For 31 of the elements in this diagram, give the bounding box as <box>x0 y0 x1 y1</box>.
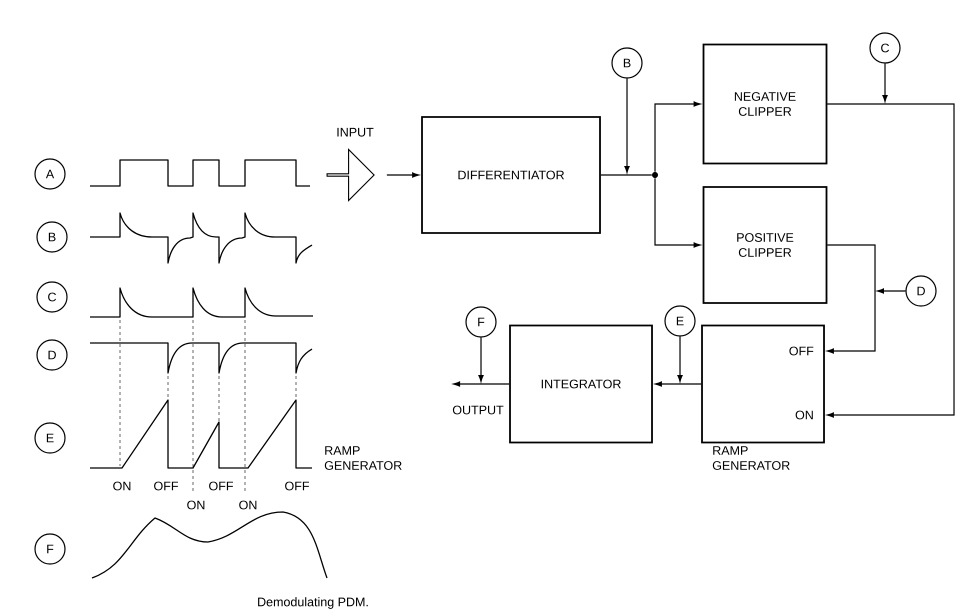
block-caption: RAMP GENERATOR <box>712 446 790 470</box>
arrow <box>655 381 702 387</box>
switch-label: OFF <box>154 482 178 490</box>
switch-label: ON <box>187 500 204 510</box>
process-box: DIFFERENTIATOR <box>421 116 601 234</box>
node-label: OFF <box>789 346 814 356</box>
node-label: INPUT <box>337 128 374 137</box>
terminal-label: OUTPUT <box>452 406 504 414</box>
arrow <box>677 336 683 382</box>
process-box: OFF ON <box>701 324 825 444</box>
arrow <box>827 244 876 354</box>
switch-label: OFF <box>285 482 309 490</box>
process-box: POSITIVE CLIPPER <box>702 186 828 304</box>
switch-label: OFF <box>209 482 233 490</box>
arrow <box>478 338 484 382</box>
arrow <box>386 172 419 178</box>
arrow <box>654 178 700 248</box>
arrow <box>827 103 955 418</box>
arrow <box>877 288 906 294</box>
switch-label: ON <box>113 482 130 490</box>
switch-label: ON <box>239 500 256 510</box>
process-box: NEGATIVE CLIPPER <box>702 44 828 164</box>
arrow <box>624 78 630 173</box>
arrow <box>453 381 510 387</box>
caption: Demodulating PDM. <box>258 597 368 609</box>
connector-line <box>600 174 652 176</box>
process-box: INTEGRATOR <box>509 324 653 444</box>
arrow <box>654 101 700 172</box>
arrow <box>882 64 888 102</box>
waveform-label: RAMP GENERATOR <box>324 446 402 470</box>
node-label: ON <box>796 410 813 420</box>
